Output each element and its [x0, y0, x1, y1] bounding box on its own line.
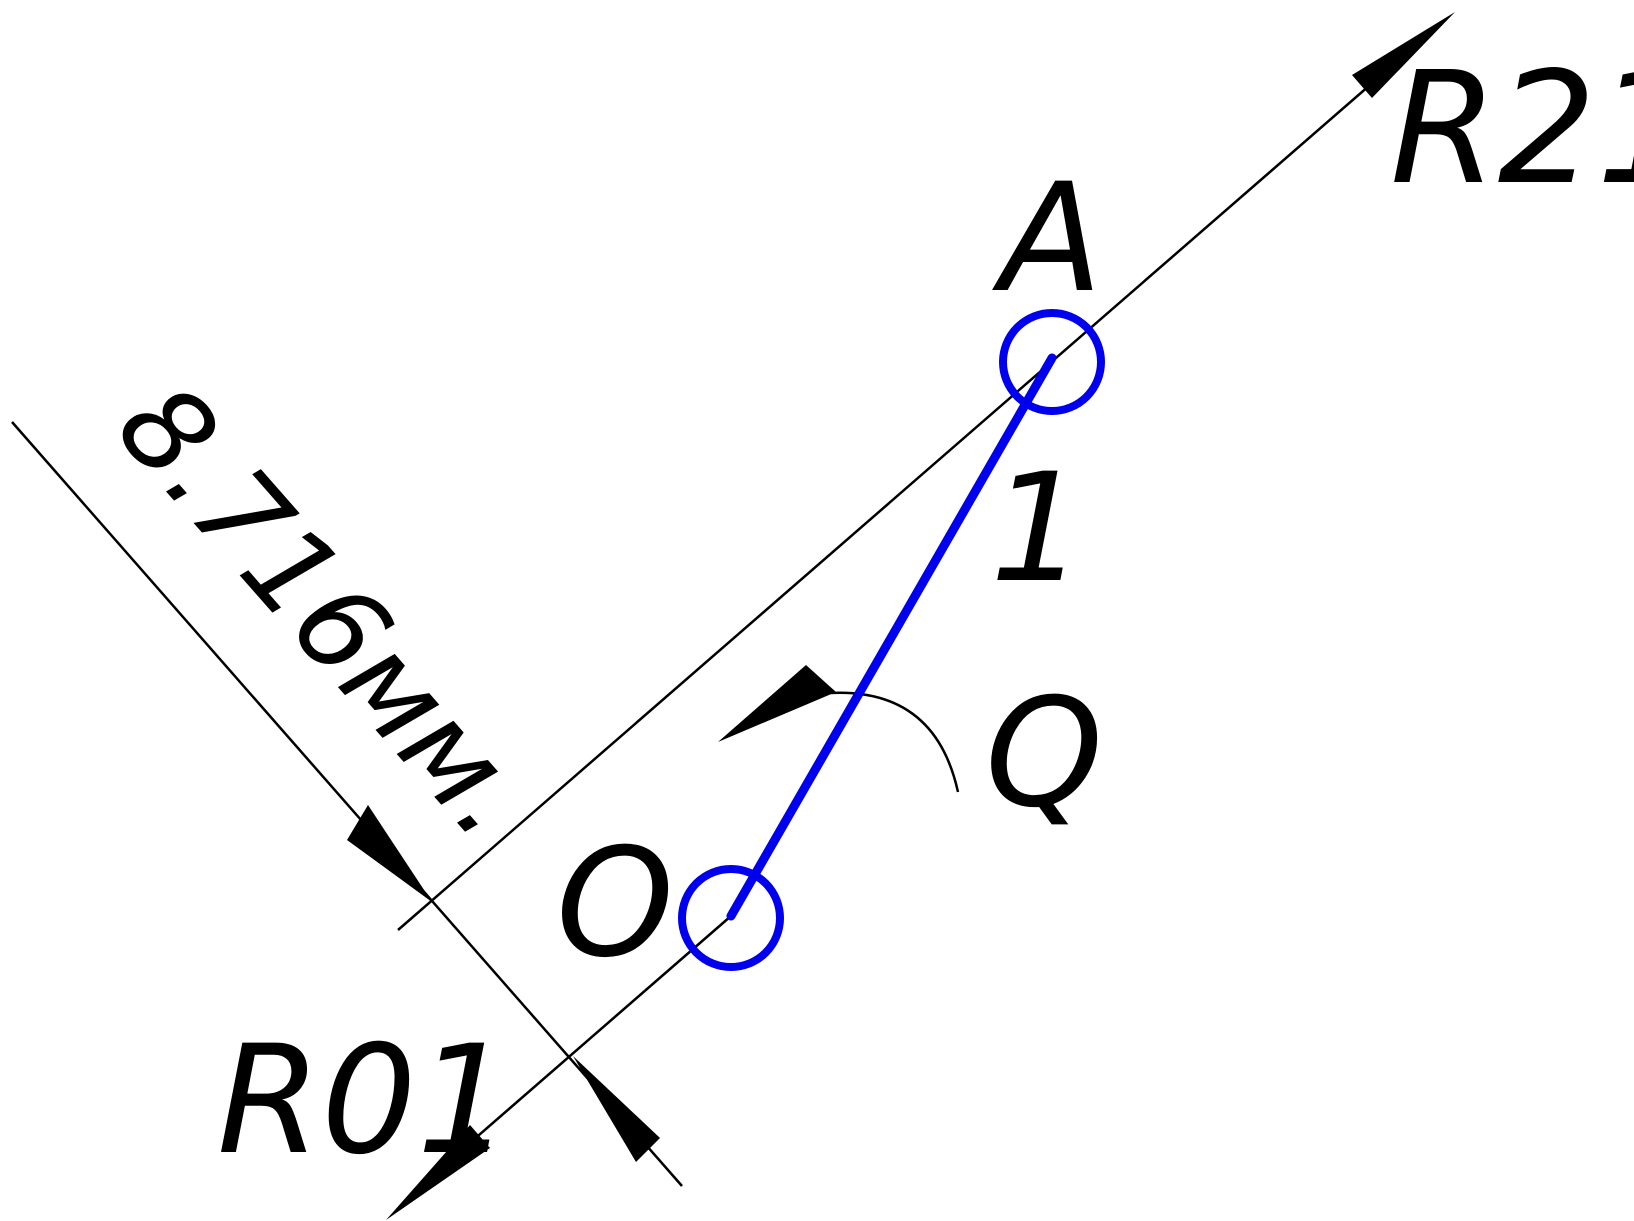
label-o: O: [556, 817, 674, 991]
label-q: Q: [985, 667, 1103, 841]
label-a: A: [992, 152, 1103, 326]
angle-arrowhead: [718, 665, 836, 742]
link-bar: [726, 353, 1057, 921]
arrowhead-r21: [1352, 12, 1455, 98]
dimension-value: 8.716мм.: [91, 357, 560, 864]
arrowhead-r01: [386, 1125, 490, 1220]
axis-line: [397, 84, 1371, 931]
joint-a-circle: [999, 309, 1105, 415]
joint-o-circle: [678, 865, 784, 971]
dimension-arrowhead-lower: [573, 1056, 660, 1162]
dimension-arrowhead-upper: [347, 805, 432, 902]
dimension-line: [11, 421, 683, 1187]
angle-arc: [829, 691, 960, 793]
label-r21: R21: [1390, 38, 1634, 219]
label-r01: R01: [217, 1014, 512, 1188]
label-one: 1: [990, 442, 1085, 616]
